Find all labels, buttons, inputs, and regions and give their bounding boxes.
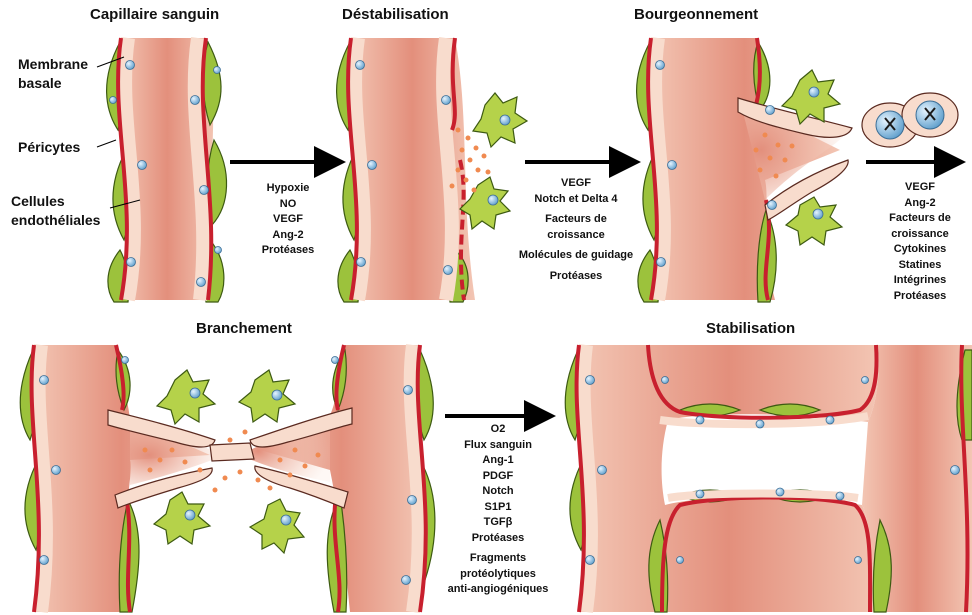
panel-destabilization bbox=[337, 38, 527, 302]
label-basement-membrane: Membrane basale bbox=[18, 55, 88, 93]
label-pericytes: Péricytes bbox=[18, 138, 80, 157]
title-stabilization: Stabilisation bbox=[706, 320, 795, 337]
title-capillary: Capillaire sanguin bbox=[90, 6, 219, 23]
title-destabilization: Déstabilisation bbox=[342, 6, 449, 23]
dividing-cell bbox=[862, 93, 958, 147]
factors-step2: VEGF Notch et Delta 4 Facteurs de croiss… bbox=[516, 176, 636, 284]
title-branching: Branchement bbox=[196, 320, 292, 337]
panel-capillary bbox=[97, 38, 227, 302]
panel-branching bbox=[20, 345, 435, 612]
label-endothelial-cells: Cellules endothéliales bbox=[11, 192, 100, 230]
title-budding: Bourgeonnement bbox=[634, 6, 758, 23]
panel-stabilization bbox=[565, 345, 972, 612]
